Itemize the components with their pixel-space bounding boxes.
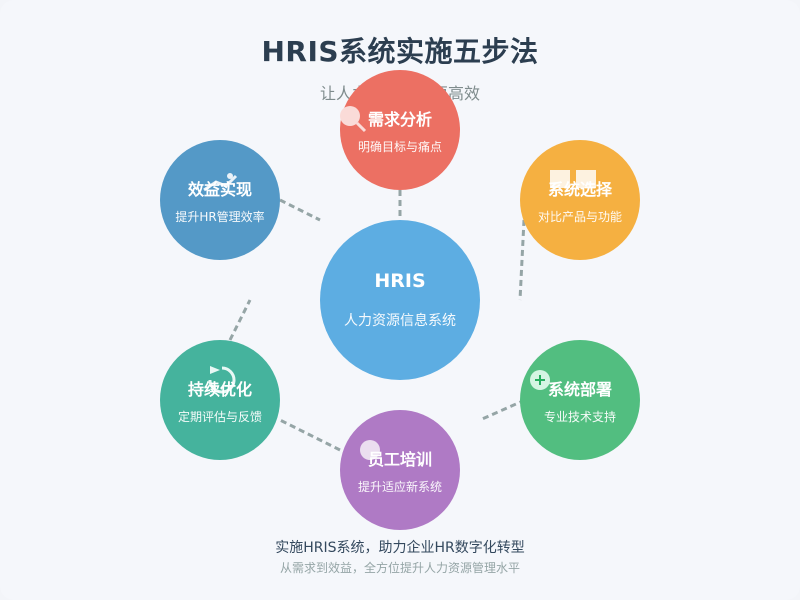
- magnifier-icon: [340, 106, 367, 133]
- step-title: 持续优化: [187, 379, 252, 399]
- compare-docs-icon: [550, 170, 596, 188]
- step-node-staff-training: 员工培训 提升适应新系统: [340, 410, 460, 530]
- center-node: HRIS 人力资源信息系统: [320, 220, 480, 380]
- step-title: 需求分析: [367, 109, 432, 129]
- step-subtitle: 明确目标与痛点: [357, 139, 442, 154]
- step-node-needs-analysis: 需求分析 明确目标与痛点: [340, 70, 460, 190]
- step-node-system-selection: 系统选择 对比产品与功能: [520, 140, 640, 260]
- connector-top-right: [518, 199, 527, 301]
- step-subtitle: 提升HR管理效率: [175, 209, 265, 224]
- step-node-benefits-realization: 效益实现 提升HR管理效率: [160, 140, 280, 260]
- connector-bottom: [279, 418, 341, 452]
- growth-icon: [203, 173, 238, 192]
- page-title: HRIS系统实施五步法: [261, 35, 539, 68]
- step-title: 效益实现: [187, 179, 252, 199]
- step-subtitle: 提升适应新系统: [357, 479, 442, 494]
- footer-note: 从需求到效益，全方位提升人力资源管理水平: [279, 561, 520, 575]
- cycle-icon: [208, 366, 236, 394]
- step-title: 员工培训: [367, 449, 432, 469]
- step-subtitle: 对比产品与功能: [537, 209, 622, 224]
- step-node-continuous-optimization: 持续优化 定期评估与反馈: [160, 340, 280, 460]
- connector-bottom-left: [228, 299, 252, 341]
- plus-icon: [530, 370, 550, 390]
- step-node-system-deployment: 系统部署 专业技术支持: [520, 340, 640, 460]
- connector-bottom-right: [479, 398, 526, 422]
- step-subtitle: 专业技术支持: [543, 409, 616, 424]
- center-subtitle: 人力资源信息系统: [344, 313, 456, 329]
- step-title: 系统选择: [547, 179, 612, 199]
- center-title: HRIS: [374, 270, 426, 292]
- step-subtitle: 定期评估与反馈: [177, 409, 262, 424]
- person-icon: [360, 440, 380, 460]
- connector-top-left: [279, 198, 321, 222]
- footer-tagline: 实施HRIS系统，助力企业HR数字化转型: [275, 540, 525, 556]
- step-title: 系统部署: [547, 379, 612, 399]
